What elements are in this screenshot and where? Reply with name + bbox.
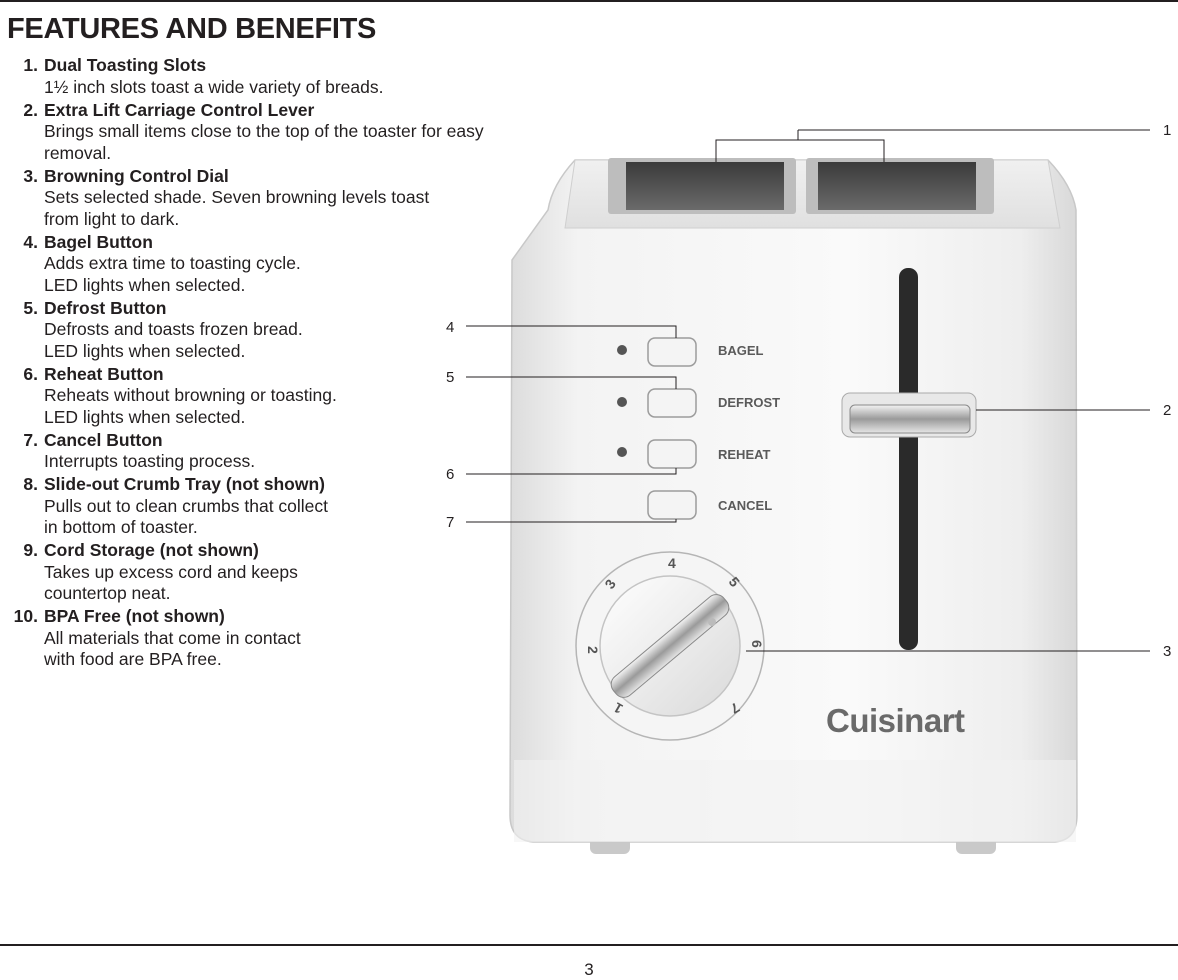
feature-name: Slide-out Crumb Tray (not shown) xyxy=(44,474,325,494)
callout-lines xyxy=(466,129,1150,652)
feature-name: Cancel Button xyxy=(44,429,163,450)
cancel-button[interactable] xyxy=(647,490,697,520)
feature-description: Pulls out to clean crumbs that collect i… xyxy=(44,495,329,538)
callout-line-7 xyxy=(466,519,677,523)
dial-number: 4 xyxy=(668,555,676,571)
feature-name: Cord Storage (not shown) xyxy=(44,540,259,560)
feature-name: Dual Toasting Slots xyxy=(44,55,207,75)
feature-item: 8. Slide-out Crumb Tray (not shown)Pulls … xyxy=(0,474,560,539)
feature-number: 4. xyxy=(23,231,38,252)
defrost-label: DEFROST xyxy=(718,395,780,410)
feature-name: Browning Control Dial xyxy=(44,165,229,186)
callout-line-1 xyxy=(715,139,885,162)
cancel-label: CANCEL xyxy=(718,498,772,513)
feature-description: Interrupts toasting process. xyxy=(44,451,256,471)
bottom-rule xyxy=(0,944,1178,946)
dial-number: 6 xyxy=(749,640,765,648)
feature-description: Adds extra time to toasting cycle. LED l… xyxy=(44,253,301,295)
feature-number: 10. xyxy=(13,606,38,626)
feature-number: 5. xyxy=(23,297,38,318)
callout-number: 4 xyxy=(446,319,454,336)
feature-name: BPA Free (not shown) xyxy=(44,606,225,626)
page-number: 3 xyxy=(584,960,594,979)
toaster-lower-band xyxy=(514,760,1076,842)
callout-line-5 xyxy=(466,376,677,389)
feature-number: 3. xyxy=(23,165,38,186)
toaster-diagram: BAGEL DEFROST REHEAT CANCEL 1 2 3 4 5 6 … xyxy=(446,122,1171,854)
feature-item: 9. Cord Storage (not shown)Takes up exces… xyxy=(0,540,560,605)
section-title: FEATURES AND BENEFITS xyxy=(7,13,377,45)
browning-dial[interactable] xyxy=(575,551,765,741)
callout-number: 3 xyxy=(1163,643,1171,660)
callout-line-4 xyxy=(466,325,677,338)
feature-name: Reheat Button xyxy=(44,363,164,384)
feature-item: 10. BPA Free (not shown)All materials tha… xyxy=(0,606,560,671)
callout-number: 5 xyxy=(446,369,454,386)
reheat-button[interactable] xyxy=(647,439,697,469)
top-rule xyxy=(0,0,1178,2)
feature-description: Sets selected shade. Seven browning leve… xyxy=(44,187,430,229)
reheat-led xyxy=(617,447,627,457)
lift-lever[interactable] xyxy=(841,392,977,438)
bagel-button[interactable] xyxy=(647,337,697,367)
feature-number: 6. xyxy=(23,363,38,384)
control-panel: BAGEL DEFROST REHEAT CANCEL xyxy=(617,337,780,520)
dial-number: 2 xyxy=(585,646,601,654)
defrost-led xyxy=(617,397,627,407)
feature-name: Defrost Button xyxy=(44,297,167,318)
feature-number: 1. xyxy=(23,55,38,75)
callout-number: 7 xyxy=(446,514,454,531)
feature-description: 1½ inch slots toast a wide variety of br… xyxy=(44,76,384,97)
feature-description: Takes up excess cord and keeps counterto… xyxy=(44,561,298,604)
feature-name: Bagel Button xyxy=(44,231,153,252)
feature-description: Defrosts and toasts frozen bread. LED li… xyxy=(44,319,303,361)
toasting-slot xyxy=(626,162,784,210)
callout-number: 1 xyxy=(1163,122,1171,139)
bagel-led xyxy=(617,345,627,355)
feature-description: All materials that come in contact with … xyxy=(44,627,301,670)
feature-number: 7. xyxy=(23,429,38,450)
brand-logo: Cuisinart xyxy=(826,702,965,739)
defrost-button[interactable] xyxy=(647,388,697,418)
callout-line-6 xyxy=(466,468,677,475)
feature-number: 9. xyxy=(23,540,38,560)
feature-description: Brings small items close to the top of t… xyxy=(44,121,484,163)
feature-description: Reheats without browning or toasting. LE… xyxy=(44,385,337,427)
lever-track xyxy=(899,268,918,650)
feature-number: 8. xyxy=(23,474,38,494)
callout-number: 6 xyxy=(446,466,454,483)
bagel-label: BAGEL xyxy=(718,343,764,358)
feature-number: 2. xyxy=(23,99,38,120)
toaster-body xyxy=(509,159,1078,843)
toaster-slots xyxy=(608,158,994,214)
toasting-slot xyxy=(818,162,976,210)
callout-number: 2 xyxy=(1163,402,1171,419)
reheat-label: REHEAT xyxy=(718,447,771,462)
callout-numbers: 1 2 3 4 5 6 7 xyxy=(446,122,1171,660)
feature-name: Extra Lift Carriage Control Lever xyxy=(44,99,315,120)
